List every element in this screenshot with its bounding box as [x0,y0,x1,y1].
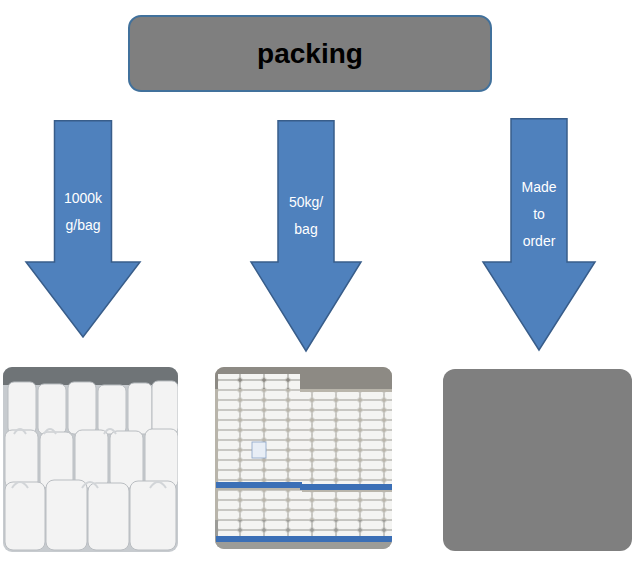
title-box: packing [128,15,492,92]
pallet [216,482,302,488]
arrow-label: 1000k g/bag [60,185,106,239]
arrow-label: 50kg/ bag [283,189,329,243]
arrow-fill [251,121,361,351]
photo-ground [215,367,392,549]
arrow-label: Made to order [516,174,562,255]
bulk-bag [5,430,38,488]
bulk-bag [5,482,45,550]
pallet [216,536,304,542]
bulk-bag [130,481,176,550]
placeholder-panel [443,369,632,551]
bulk-bag [38,384,66,434]
bulk-bag [75,430,108,488]
photo-ground [3,367,178,552]
sack-sign [252,442,266,458]
bag-loops [12,429,166,488]
bulk-bag [46,480,87,550]
title-text: packing [257,37,363,71]
bulk-bag [68,382,96,434]
arrow-shape: 50kg/ bag [250,120,362,352]
bulk-bag [8,382,36,434]
sack-stack [218,490,302,536]
sack-stack [300,392,392,484]
arrow-shape: 1000k g/bag [25,120,141,338]
bulk-bag [152,381,178,434]
bulk-bag [98,385,126,434]
bulk-bag [145,429,178,488]
pallet [300,536,392,542]
arrow-fill [483,119,595,350]
arrow-fill [26,121,140,337]
pallet [300,484,392,490]
sack-stack [218,374,300,482]
bag-loop [12,482,166,488]
bulk-bag [110,431,143,488]
bulk-bag-photo [3,367,178,552]
bulk-bag [88,483,129,550]
bulk-bags [5,381,178,550]
sack-stack [302,492,392,536]
bulk-bag [128,383,152,434]
sack-pallet-photo [215,367,392,549]
arrow-shape: Made to order [482,118,596,351]
bag-loop [14,429,116,434]
